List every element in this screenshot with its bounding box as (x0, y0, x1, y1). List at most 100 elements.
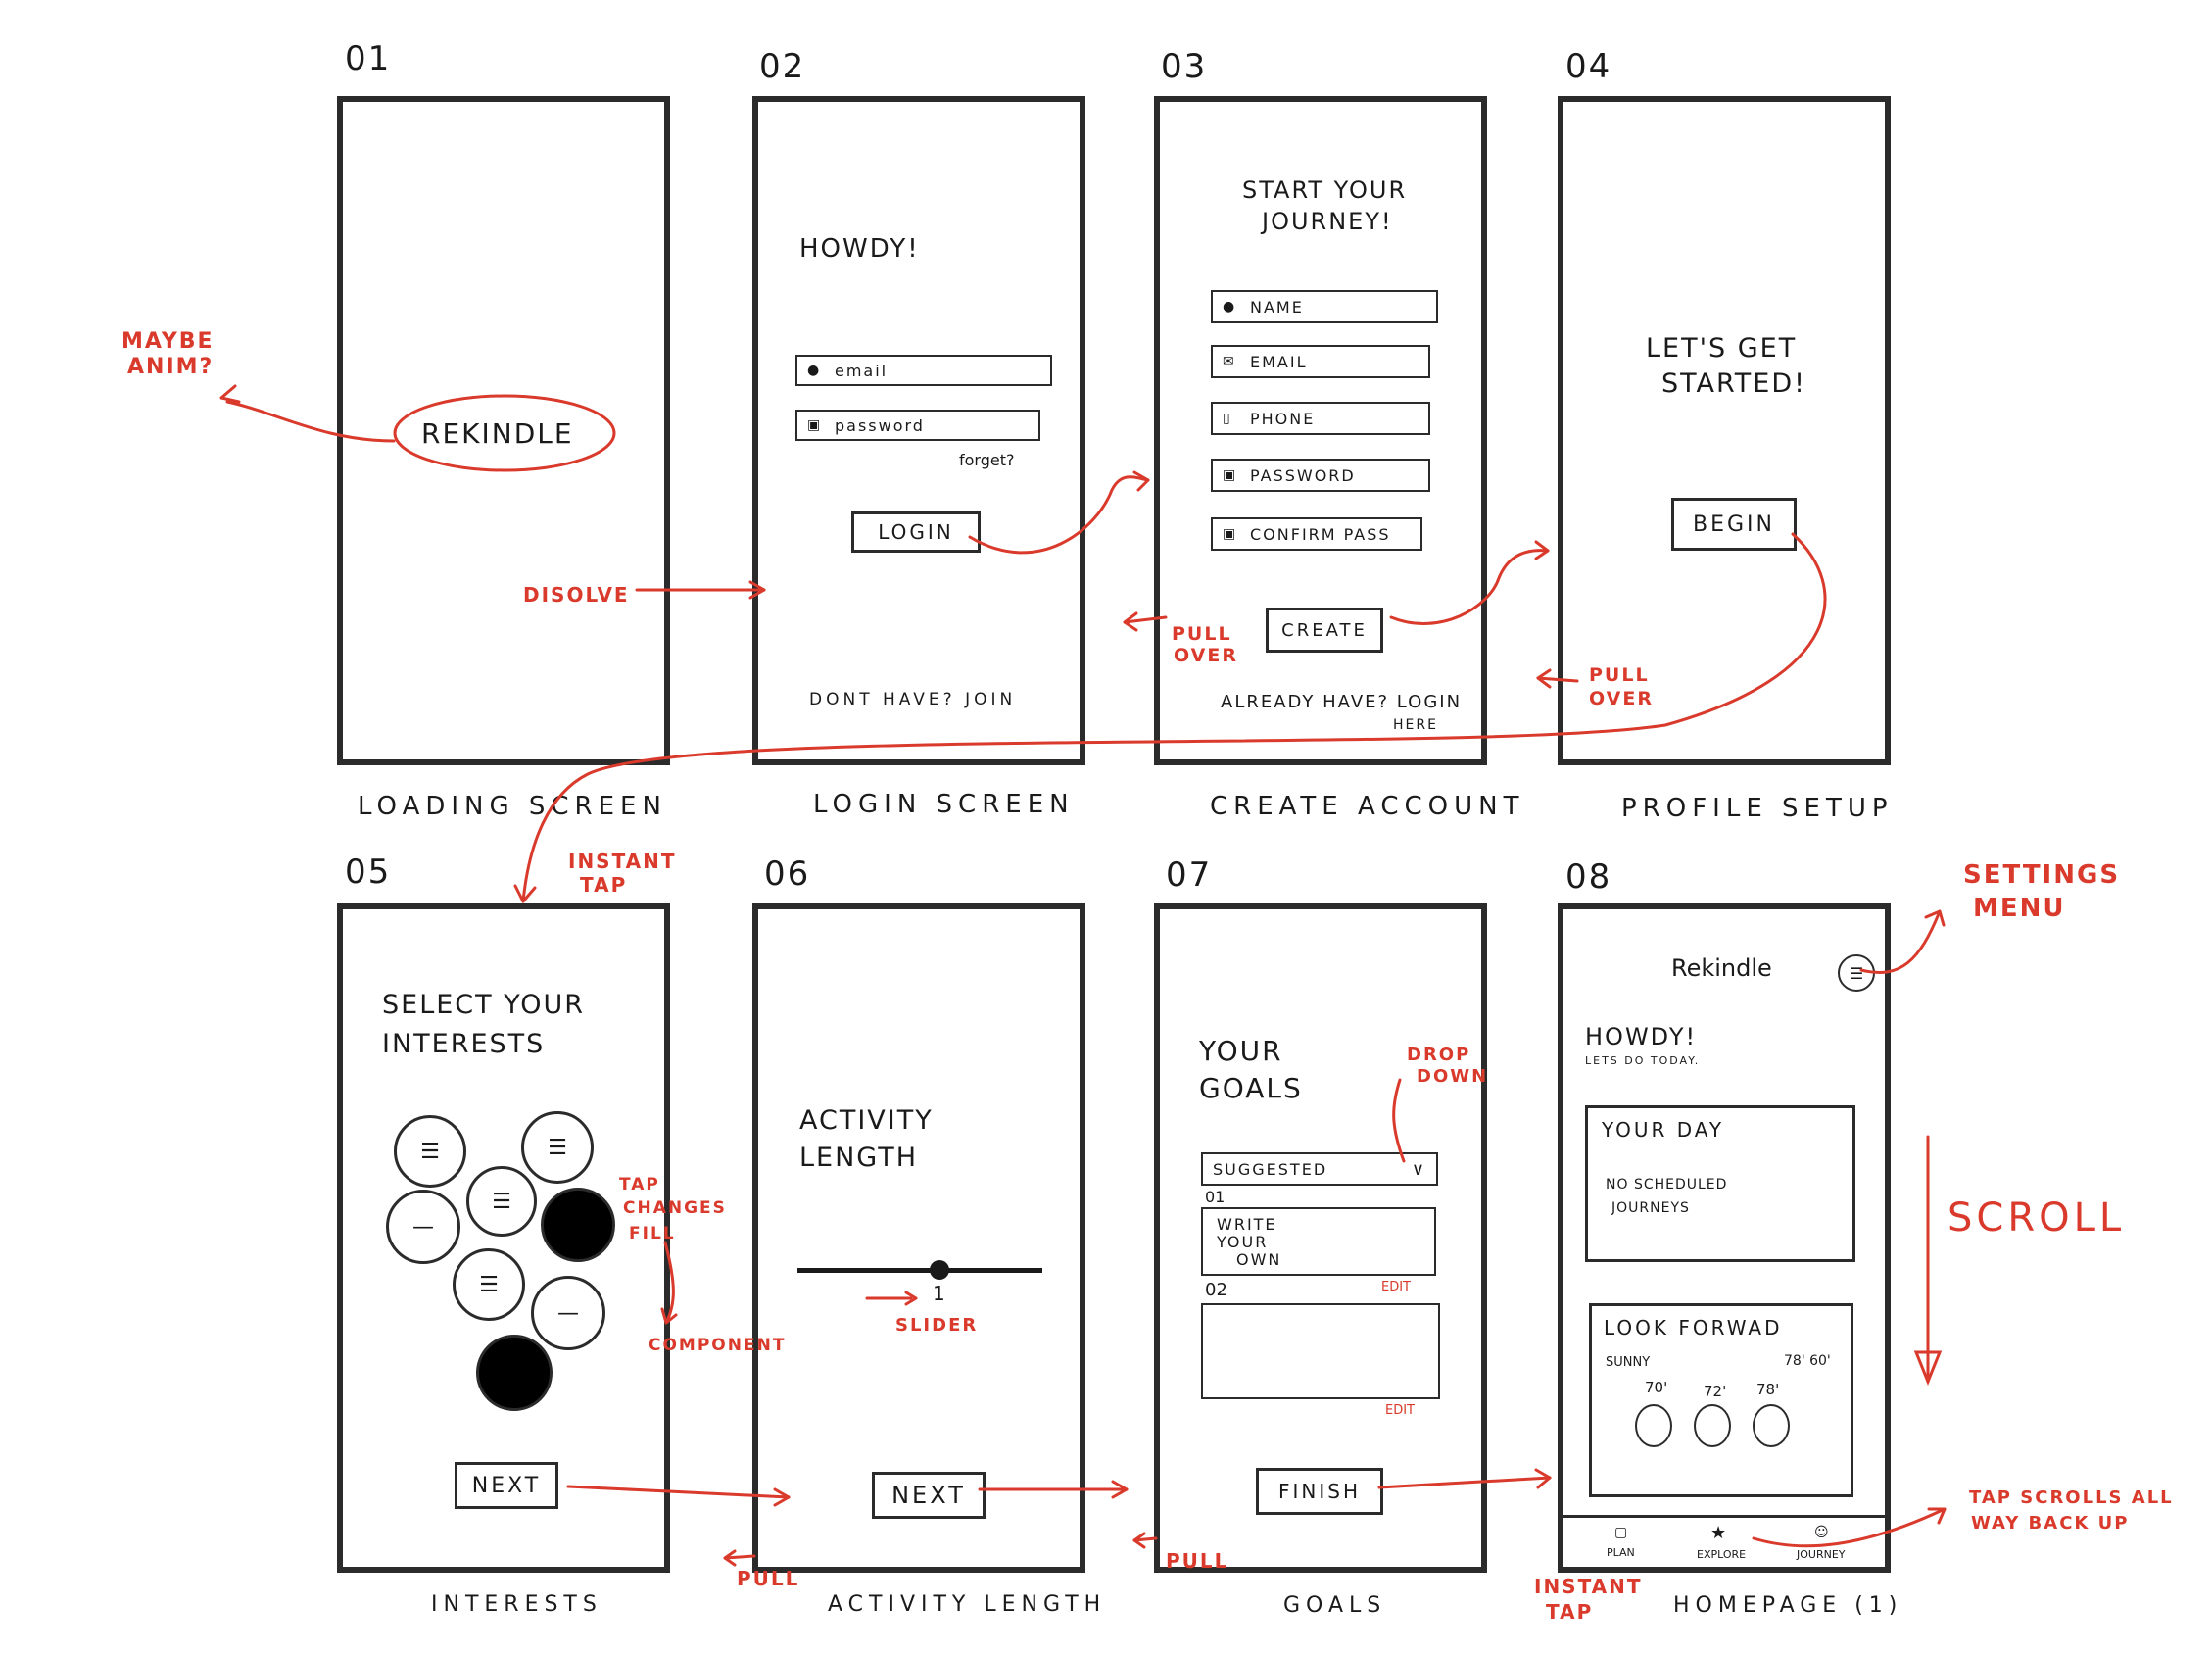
tab-bar-divider (1563, 1515, 1885, 1518)
rekindle-logo: REKINDLE (421, 417, 574, 450)
next-button[interactable]: NEXT (872, 1472, 986, 1519)
create-button[interactable]: CREATE (1266, 608, 1383, 653)
screen-06-activity-length: ACTIVITY LENGTH 1 NEXT (752, 903, 1085, 1573)
note-pull-over-a-l2: OVER (1174, 645, 1238, 666)
activity-title-line2: LENGTH (799, 1143, 919, 1173)
look-forward-card[interactable]: LOOK FORWAD SUNNY 78' 60' 70' 72' 78' (1589, 1303, 1853, 1497)
screen-number-06: 06 (764, 854, 811, 894)
profile-title-line1: LET'S GET (1646, 333, 1798, 364)
user-icon: ● (1223, 299, 1237, 315)
activity-title-line1: ACTIVITY (799, 1105, 934, 1136)
home-greeting: HOWDY! (1585, 1023, 1698, 1050)
email-field[interactable]: ● email (795, 355, 1052, 386)
email-field[interactable]: ✉ EMAIL (1211, 345, 1430, 378)
edit-goal-02[interactable]: EDIT (1385, 1403, 1415, 1418)
screen-number-05: 05 (345, 852, 392, 892)
next-button[interactable]: NEXT (455, 1462, 558, 1509)
star-icon[interactable]: ★ (1710, 1523, 1727, 1543)
already-have-login[interactable]: ALREADY HAVE? LOGIN (1221, 692, 1463, 712)
note-slider: SLIDER (895, 1315, 979, 1336)
goals-dropdown[interactable]: SUGGESTED ∨ (1201, 1152, 1438, 1186)
goals-title-line1: YOUR (1199, 1035, 1283, 1067)
lock-icon: ▣ (1223, 526, 1238, 542)
tab-explore[interactable]: EXPLORE (1697, 1548, 1747, 1561)
weather-circle-icon (1635, 1404, 1672, 1447)
forgot-link[interactable]: forget? (959, 451, 1015, 469)
goal-input-02[interactable] (1201, 1303, 1440, 1399)
confirm-pass-label: CONFIRM PASS (1250, 524, 1391, 544)
join-link[interactable]: DONT HAVE? JOIN (809, 690, 1017, 709)
screen-number-03: 03 (1161, 47, 1208, 86)
screen-number-01: 01 (345, 39, 392, 78)
note-instant-tap-b-l1: INSTANT (1534, 1575, 1643, 1598)
interests-title-line1: SELECT YOUR (382, 990, 586, 1020)
interest-bubble[interactable]: — (386, 1190, 460, 1264)
caption-08: HOMEPAGE (1) (1673, 1593, 1903, 1618)
note-tap-changes-l1: TAP (619, 1175, 660, 1194)
goal1-text-line1: WRITE (1217, 1215, 1277, 1234)
caption-04: PROFILE SETUP (1621, 794, 1894, 823)
tab-journey[interactable]: JOURNEY (1797, 1548, 1846, 1561)
note-pull-a: PULL (737, 1567, 800, 1590)
interest-bubble[interactable]: ☰ (394, 1115, 466, 1188)
note-instant-tap-a-l2: TAP (580, 873, 628, 897)
screen-04-profile-setup: LET'S GET STARTED! BEGIN (1558, 96, 1891, 765)
begin-button[interactable]: BEGIN (1671, 498, 1797, 551)
interest-bubble-selected[interactable] (541, 1188, 615, 1262)
goal1-text-line3: OWN (1236, 1250, 1282, 1269)
slider-handle[interactable] (930, 1260, 949, 1280)
temp-3: 78' (1756, 1381, 1780, 1398)
your-day-title: YOUR DAY (1602, 1118, 1725, 1142)
dropdown-value: SUGGESTED (1213, 1159, 1328, 1179)
temp-2: 72' (1704, 1383, 1727, 1400)
interest-bubble[interactable]: ☰ (453, 1248, 525, 1321)
name-field[interactable]: ● NAME (1211, 290, 1438, 323)
slider-track[interactable] (797, 1268, 1042, 1273)
phone-field[interactable]: ▯PHONE (1211, 402, 1430, 435)
password-field[interactable]: ▣ PASSWORD (1211, 459, 1430, 492)
screen-number-04: 04 (1565, 47, 1612, 86)
tab-plan[interactable]: PLAN (1607, 1546, 1635, 1559)
goal-input-01[interactable]: WRITE YOUR OWN (1201, 1207, 1436, 1276)
caption-01: LOADING SCREEN (358, 792, 667, 821)
interests-title-line2: INTERESTS (382, 1029, 546, 1059)
plan-icon[interactable]: ▢ (1614, 1525, 1628, 1540)
edit-goal-01[interactable]: EDIT (1381, 1280, 1411, 1294)
password-label: PASSWORD (1250, 465, 1356, 485)
your-day-line2: JOURNEYS (1611, 1200, 1690, 1216)
screen-05-interests: SELECT YOUR INTERESTS ☰ ☰ ☰ — ☰ — NEXT (337, 903, 670, 1573)
interest-bubble[interactable]: ☰ (521, 1111, 594, 1184)
login-button[interactable]: LOGIN (851, 511, 981, 553)
screen-08-homepage: Rekindle ☰ HOWDY! LETS DO TODAY. YOUR DA… (1558, 903, 1891, 1573)
note-scroll: SCROLL (1948, 1195, 2126, 1241)
caption-02: LOGIN SCREEN (813, 790, 1075, 819)
phone-icon: ▯ (1223, 411, 1232, 426)
finish-button[interactable]: FINISH (1256, 1468, 1383, 1515)
password-field[interactable]: ▣ password (795, 410, 1040, 441)
note-drop-down-l1: DROP (1407, 1045, 1471, 1065)
interest-bubble[interactable]: — (531, 1276, 605, 1350)
note-pull-over-b-l2: OVER (1589, 688, 1654, 709)
interest-bubble[interactable]: ☰ (466, 1166, 537, 1237)
slider-value: 1 (933, 1282, 945, 1305)
mail-icon: ✉ (1223, 354, 1236, 369)
profile-title-line2: STARTED! (1661, 368, 1806, 399)
name-label: NAME (1250, 297, 1304, 317)
weather-circle-icon (1753, 1404, 1790, 1447)
note-tap-changes-l3: FILL (629, 1224, 676, 1243)
note-tap-scrolls-l2: WAY BACK UP (1971, 1513, 2130, 1534)
confirm-password-field[interactable]: ▣ CONFIRM PASS (1211, 517, 1422, 551)
lock-icon: ▣ (807, 417, 823, 433)
create-title-line2: JOURNEY! (1262, 208, 1393, 235)
your-day-line1: NO SCHEDULED (1606, 1177, 1728, 1193)
note-component: COMPONENT (649, 1336, 787, 1355)
interest-bubble-selected[interactable] (476, 1335, 553, 1411)
lock-icon: ▣ (1223, 467, 1238, 483)
email-label: EMAIL (1250, 352, 1308, 371)
login-here-link[interactable]: HERE (1393, 717, 1438, 733)
note-maybe-anim-l2: ANIM? (127, 355, 215, 379)
goal1-text-line2: YOUR (1217, 1233, 1269, 1251)
your-day-card[interactable]: YOUR DAY NO SCHEDULED JOURNEYS (1585, 1105, 1855, 1262)
profile-icon[interactable]: ☺ (1814, 1525, 1829, 1540)
